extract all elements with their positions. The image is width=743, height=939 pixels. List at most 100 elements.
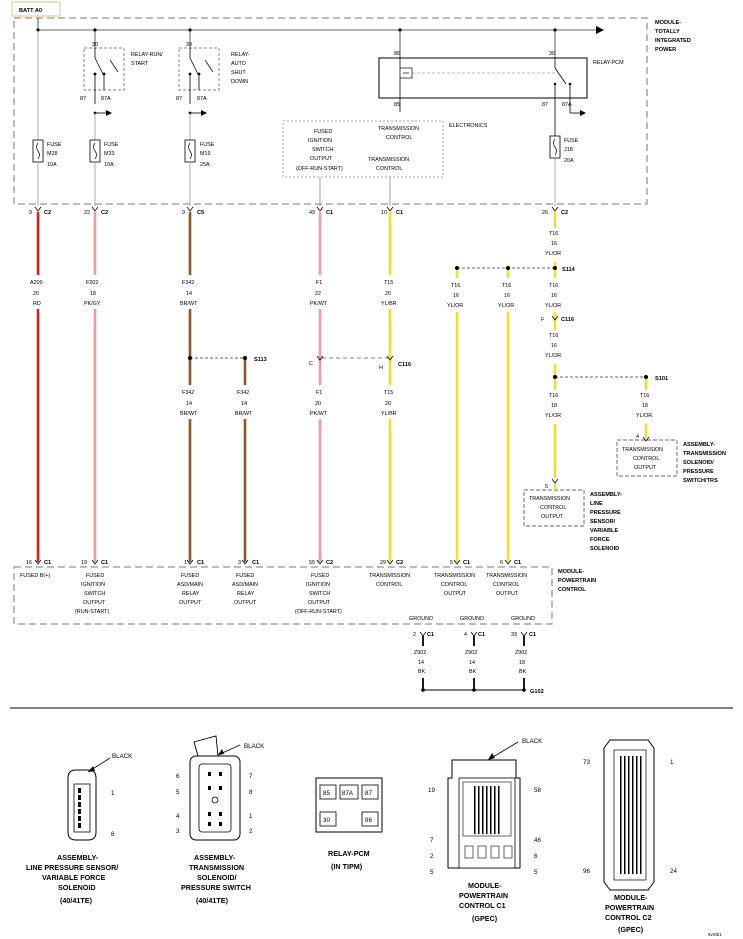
svg-text:2: 2	[430, 853, 434, 860]
svg-text:1: 1	[670, 759, 674, 766]
svg-text:F342: F342	[237, 390, 249, 396]
svg-text:YL/OR: YL/OR	[545, 251, 561, 257]
svg-text:30: 30	[549, 51, 555, 57]
svg-text:2: 2	[413, 632, 416, 638]
svg-text:18: 18	[551, 403, 557, 409]
svg-text:1: 1	[184, 560, 187, 566]
svg-text:4: 4	[176, 813, 180, 820]
svg-text:14: 14	[418, 660, 424, 666]
svg-text:58: 58	[534, 787, 541, 794]
tipm-connector-chevrons	[34, 206, 559, 212]
svg-text:PK/WT: PK/WT	[310, 411, 328, 417]
svg-text:1: 1	[249, 813, 253, 820]
svg-text:(IN TIPM): (IN TIPM)	[331, 862, 363, 871]
svg-text:BATT A0: BATT A0	[19, 8, 42, 14]
svg-text:FUSED: FUSED	[86, 573, 104, 579]
svg-text:6: 6	[176, 773, 180, 780]
svg-text:TRANSMISSION: TRANSMISSION	[378, 126, 419, 132]
svg-text:YL/OR: YL/OR	[636, 413, 652, 419]
svg-text:5: 5	[534, 869, 538, 876]
svg-text:J18: J18	[564, 147, 573, 153]
svg-text:F342: F342	[182, 390, 194, 396]
svg-text:BR/WT: BR/WT	[235, 411, 253, 417]
svg-text:GROUND: GROUND	[460, 616, 484, 622]
svg-text:33: 33	[511, 632, 517, 638]
svg-text:C1: C1	[396, 210, 403, 216]
svg-text:POWERTRAIN: POWERTRAIN	[605, 903, 654, 912]
svg-text:OUTPUT: OUTPUT	[234, 600, 257, 606]
svg-text:PK/WT: PK/WT	[310, 301, 328, 307]
svg-text:TRANSMISSION: TRANSMISSION	[434, 573, 475, 579]
svg-text:85: 85	[394, 102, 400, 108]
svg-text:ASSEMBLY-: ASSEMBLY-	[57, 853, 99, 862]
svg-text:30: 30	[186, 42, 192, 48]
svg-text:CONTROL: CONTROL	[493, 582, 519, 588]
svg-text:SOLENOID: SOLENOID	[590, 546, 619, 552]
svg-text:CONTROL: CONTROL	[540, 505, 566, 511]
svg-text:RELAY: RELAY	[237, 591, 255, 597]
svg-text:24: 24	[670, 868, 677, 875]
svg-text:C: C	[309, 361, 313, 367]
svg-text:F342: F342	[182, 280, 194, 286]
svg-text:BR/WT: BR/WT	[180, 301, 198, 307]
svg-text:18: 18	[519, 660, 525, 666]
svg-text:5: 5	[450, 560, 453, 566]
svg-text:POWERTRAIN: POWERTRAIN	[558, 578, 596, 584]
svg-text:SWITCH: SWITCH	[312, 147, 333, 153]
svg-text:C1: C1	[478, 632, 485, 638]
wire-a209: A209 20 RD	[26, 212, 50, 562]
svg-text:RELAY: RELAY	[182, 591, 200, 597]
svg-text:ASD/MAIN: ASD/MAIN	[232, 582, 258, 588]
svg-text:OUTPUT: OUTPUT	[541, 514, 564, 520]
svg-text:9: 9	[182, 210, 185, 216]
connector-view-pcm-c1: BLACK 19 7 2 5 58 46 6 5 MODULE- POWERTR…	[428, 738, 543, 923]
svg-text:CONTROL: CONTROL	[376, 582, 402, 588]
wire-f342: S113 F342 14 BR/WT F342 14 BR/WT F342 14…	[178, 212, 267, 562]
svg-text:FUSED: FUSED	[314, 129, 332, 135]
svg-text:96: 96	[583, 868, 590, 875]
svg-text:C5: C5	[197, 210, 204, 216]
svg-text:YL/OR: YL/OR	[447, 303, 463, 309]
footer-code: 9vr0b1	[708, 932, 722, 937]
svg-text:T16: T16	[549, 333, 558, 339]
svg-text:SWITCH: SWITCH	[309, 591, 330, 597]
svg-text:CONTROL: CONTROL	[386, 135, 412, 141]
svg-text:C1: C1	[427, 632, 434, 638]
svg-text:H: H	[379, 365, 383, 371]
svg-text:1: 1	[111, 790, 115, 797]
svg-text:T15: T15	[384, 390, 393, 396]
svg-text:Z902: Z902	[465, 650, 477, 656]
svg-text:5: 5	[430, 869, 434, 876]
svg-text:26: 26	[542, 210, 548, 216]
svg-text:ASSEMBLY-: ASSEMBLY-	[683, 442, 715, 448]
svg-text:M19: M19	[200, 151, 211, 157]
svg-text:PRESSURE SWITCH: PRESSURE SWITCH	[181, 883, 251, 892]
svg-text:TOTALLY: TOTALLY	[655, 29, 680, 35]
svg-text:BK: BK	[418, 669, 426, 675]
svg-text:SOLENOID: SOLENOID	[58, 883, 96, 892]
svg-text:2: 2	[249, 828, 253, 835]
svg-text:22: 22	[84, 210, 90, 216]
svg-text:GROUND: GROUND	[511, 616, 535, 622]
svg-text:6: 6	[111, 831, 115, 838]
svg-text:C2: C2	[101, 210, 108, 216]
svg-text:3: 3	[176, 828, 180, 835]
trs-assembly: 4 TRANSMISSION CONTROL OUTPUT ASSEMBLY- …	[616, 434, 726, 484]
svg-text:(40/41TE): (40/41TE)	[196, 896, 229, 905]
svg-text:20: 20	[315, 401, 321, 407]
svg-text:87: 87	[542, 102, 548, 108]
fuse-m19: FUSE M19 25A	[184, 113, 215, 206]
svg-text:Z902: Z902	[515, 650, 527, 656]
svg-text:M33: M33	[104, 151, 115, 157]
svg-text:C2: C2	[44, 210, 51, 216]
svg-text:(OFF-RUN-START): (OFF-RUN-START)	[295, 609, 342, 615]
svg-text:16: 16	[453, 293, 459, 299]
svg-text:ASSEMBLY-: ASSEMBLY-	[590, 492, 622, 498]
svg-text:S101: S101	[655, 376, 668, 382]
svg-text:OUTPUT: OUTPUT	[308, 600, 331, 606]
svg-text:87A: 87A	[197, 96, 207, 102]
svg-text:BR/WT: BR/WT	[180, 411, 198, 417]
svg-text:4: 4	[464, 632, 467, 638]
svg-text:30: 30	[92, 42, 98, 48]
svg-text:18: 18	[90, 291, 96, 297]
